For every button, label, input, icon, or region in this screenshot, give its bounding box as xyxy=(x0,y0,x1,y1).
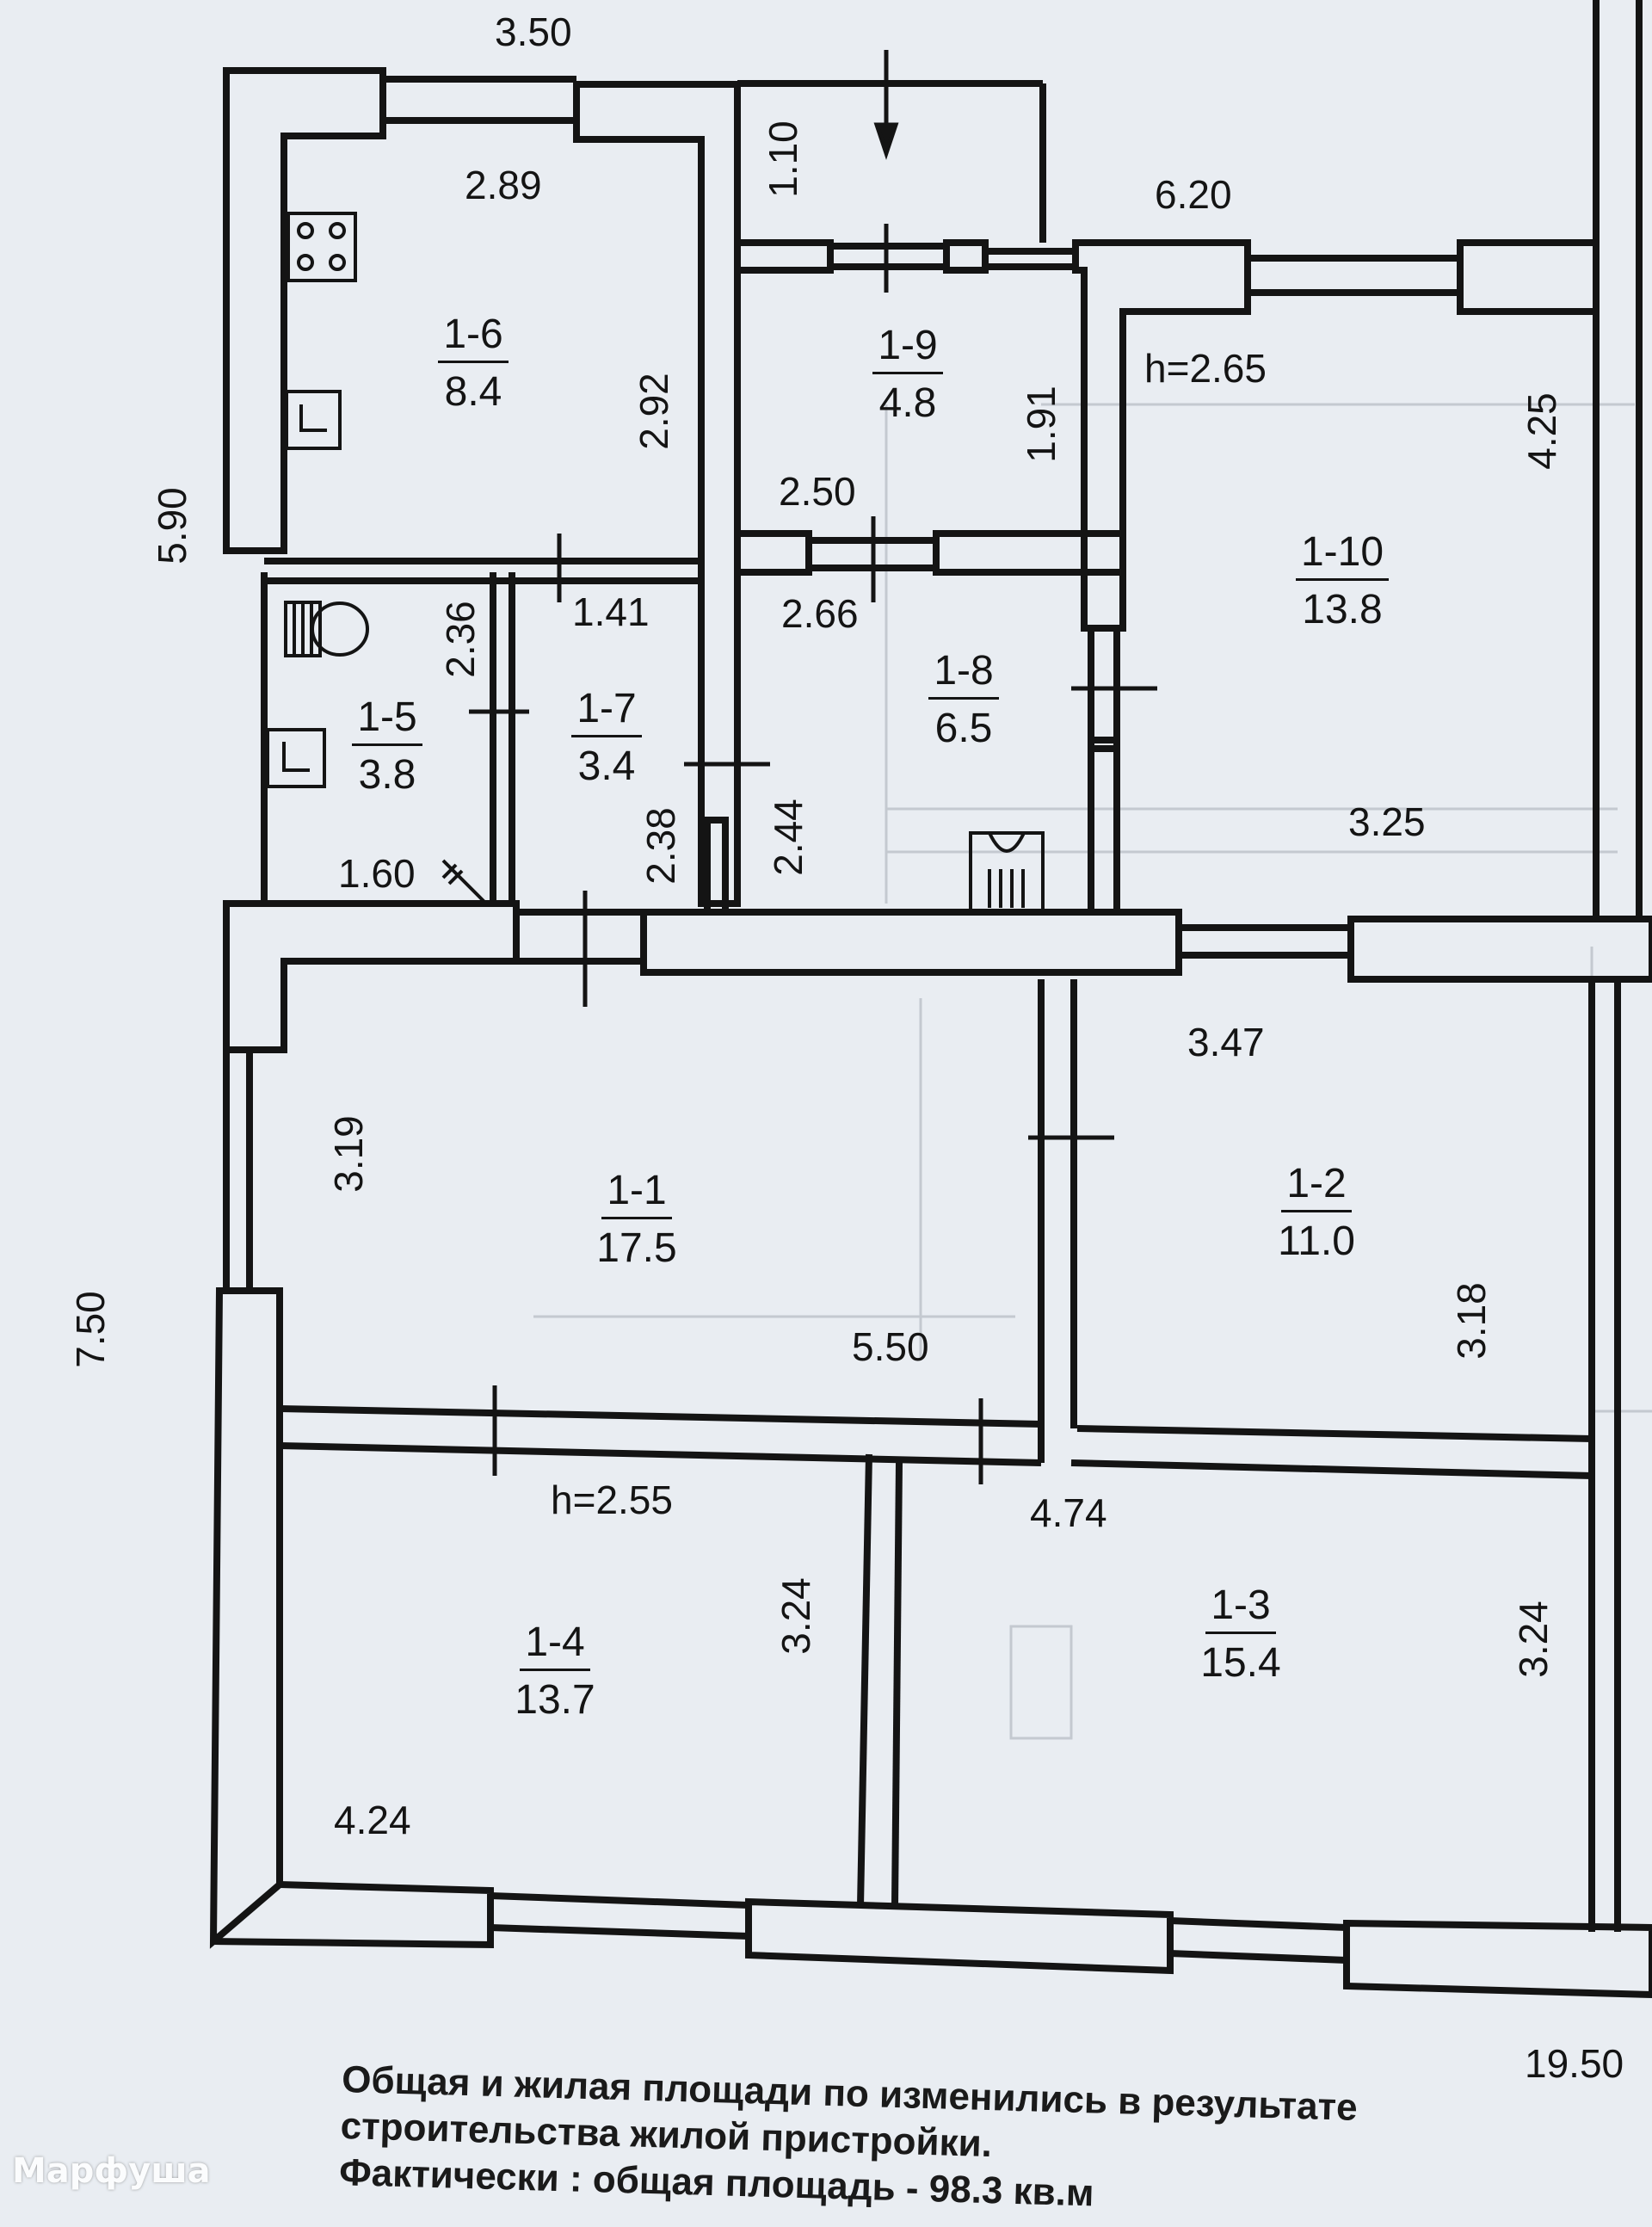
shower-tray-icon xyxy=(969,831,1045,912)
room-id: 1-3 xyxy=(1205,1585,1276,1634)
room-1-2: 1-2 11.0 xyxy=(1256,1163,1377,1262)
room-id: 1-10 xyxy=(1295,532,1390,581)
dim-right-upper-width: 6.20 xyxy=(1155,172,1232,217)
room-1-6: 1-6 8.4 xyxy=(413,314,533,413)
ceiling-height-upper: h=2.65 xyxy=(1144,346,1267,391)
dim-r110-height: 4.25 xyxy=(1519,392,1564,470)
stove-icon xyxy=(287,212,357,282)
room-id: 1-2 xyxy=(1281,1163,1352,1212)
dim-r16-height: 2.92 xyxy=(632,373,676,450)
room-1-7: 1-7 3.4 xyxy=(546,688,667,787)
room-id: 1-5 xyxy=(352,697,422,746)
room-area: 8.4 xyxy=(444,369,502,415)
water-heater-icon xyxy=(441,859,488,905)
room-1-3: 1-3 15.4 xyxy=(1180,1585,1301,1684)
toilet-icon xyxy=(284,601,369,657)
room-1-4: 1-4 13.7 xyxy=(495,1622,615,1721)
dim-r16-width: 2.89 xyxy=(465,163,542,207)
room-area: 11.0 xyxy=(1278,1218,1355,1264)
room-1-10: 1-10 13.8 xyxy=(1273,532,1411,631)
kitchen-sink-icon xyxy=(285,390,342,450)
room-area: 3.8 xyxy=(358,752,416,798)
room-area: 3.4 xyxy=(577,743,636,789)
room-id: 1-7 xyxy=(571,688,642,737)
room-area: 4.8 xyxy=(878,380,937,426)
dim-r11-width: 5.50 xyxy=(852,1324,929,1369)
dim-r18-width: 2.66 xyxy=(781,591,859,636)
dim-r110-width: 3.25 xyxy=(1348,799,1426,844)
room-id: 1-9 xyxy=(872,325,943,374)
dim-r17-height: 2.38 xyxy=(638,807,683,885)
room-id: 1-6 xyxy=(438,314,509,363)
dim-porch-depth: 1.10 xyxy=(761,120,805,198)
dim-bottom-total: 19.50 xyxy=(1525,2041,1624,2086)
dim-top-width: 3.50 xyxy=(495,9,572,54)
dim-r15-width: 1.60 xyxy=(338,851,416,896)
room-1-1: 1-1 17.5 xyxy=(576,1170,697,1269)
dim-left-lower: 7.50 xyxy=(68,1291,113,1368)
room-area: 15.4 xyxy=(1200,1640,1281,1686)
door-swing-marks xyxy=(469,50,1157,1484)
dim-left-upper: 5.90 xyxy=(150,487,194,564)
dim-r13-height: 3.24 xyxy=(1511,1601,1556,1678)
room-id: 1-1 xyxy=(601,1170,672,1219)
dim-r11-height: 3.19 xyxy=(326,1115,371,1193)
dim-r19-width: 2.50 xyxy=(779,469,856,514)
dim-r14-width: 4.24 xyxy=(334,1798,411,1842)
dim-r13-width: 4.74 xyxy=(1030,1490,1107,1535)
room-1-8: 1-8 6.5 xyxy=(903,651,1024,750)
dim-r14-height: 3.24 xyxy=(774,1577,818,1655)
room-1-5: 1-5 3.8 xyxy=(327,697,447,796)
dim-r15-height: 2.36 xyxy=(438,601,483,678)
room-id: 1-4 xyxy=(520,1622,590,1671)
dim-r12-width: 3.47 xyxy=(1187,1020,1265,1064)
watermark: Марфуша xyxy=(12,2151,211,2191)
room-area: 13.7 xyxy=(515,1677,595,1723)
wall-strokes xyxy=(209,0,1652,1999)
room-id: 1-8 xyxy=(928,651,999,700)
room-area: 17.5 xyxy=(596,1225,677,1271)
ceiling-height-lower: h=2.55 xyxy=(551,1477,673,1522)
bathroom-sink-icon xyxy=(266,728,326,788)
dim-r19-height: 1.91 xyxy=(1019,386,1063,463)
room-area: 13.8 xyxy=(1302,587,1383,632)
room-1-9: 1-9 4.8 xyxy=(848,325,968,424)
dim-r12-height: 3.18 xyxy=(1449,1282,1494,1360)
dim-r17-width: 1.41 xyxy=(572,589,650,634)
room-area: 6.5 xyxy=(934,706,993,751)
dim-r18-height: 2.44 xyxy=(766,799,811,876)
